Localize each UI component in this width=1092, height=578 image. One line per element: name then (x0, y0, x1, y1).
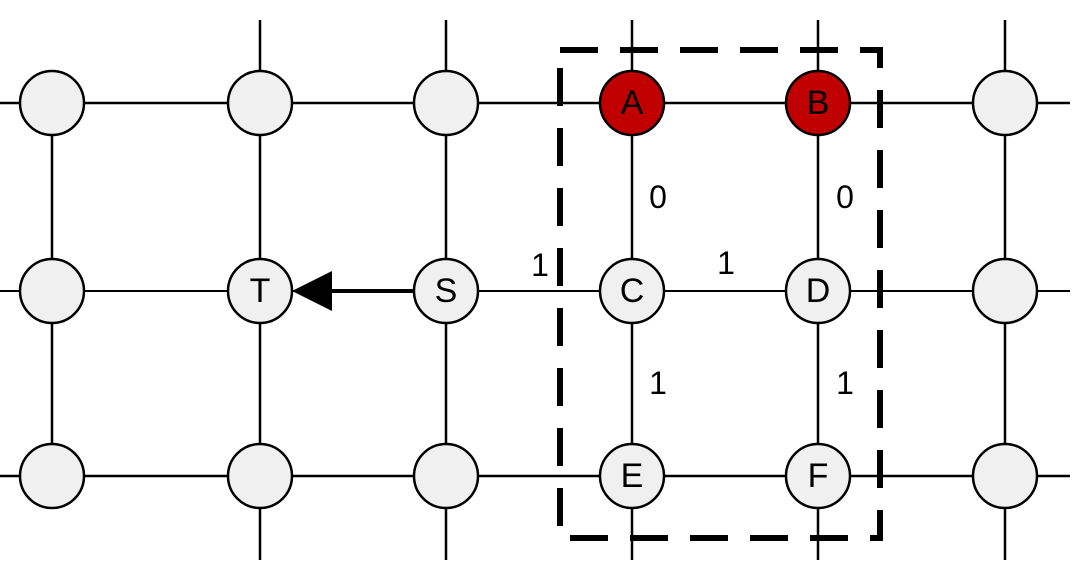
node-c-label: C (620, 272, 645, 310)
unlabeled-nodes (18, 69, 1039, 510)
node-d-label: D (806, 272, 831, 310)
node-t: T (226, 257, 294, 325)
node-s: S (412, 257, 480, 325)
node-b: B (784, 69, 852, 137)
node-r3-c3 (412, 442, 480, 510)
node-f-label: F (808, 457, 829, 495)
node-r1-c1 (18, 69, 86, 137)
edge-weights: 0 0 1 1 1 1 (531, 179, 854, 401)
node-r3-c1 (18, 442, 86, 510)
weight-c-e: 1 (649, 365, 667, 401)
dashed-group-box (557, 47, 883, 541)
node-e-label: E (621, 457, 644, 495)
node-r2-c6 (971, 257, 1039, 325)
weight-a-c: 0 (649, 179, 667, 215)
node-b-label: B (807, 84, 830, 122)
node-r2-c1 (18, 257, 86, 325)
node-r1-c3 (412, 69, 480, 137)
weight-s-c: 1 (531, 247, 549, 283)
weight-b-d: 0 (836, 179, 854, 215)
node-e: E (598, 442, 666, 510)
node-s-label: S (435, 272, 458, 310)
weight-d-f: 1 (836, 365, 854, 401)
weight-c-d: 1 (717, 245, 735, 281)
node-r3-c2 (226, 442, 294, 510)
node-r1-c6 (971, 69, 1039, 137)
node-t-label: T (250, 272, 271, 310)
node-a: A (598, 69, 666, 137)
node-r1-c2 (226, 69, 294, 137)
grid-edges (0, 20, 1070, 560)
node-r3-c6 (971, 442, 1039, 510)
node-a-label: A (621, 84, 644, 122)
node-d: D (784, 257, 852, 325)
labeled-nodes: A B T S C D E F (226, 69, 852, 510)
node-c: C (598, 257, 666, 325)
node-f: F (784, 442, 852, 510)
